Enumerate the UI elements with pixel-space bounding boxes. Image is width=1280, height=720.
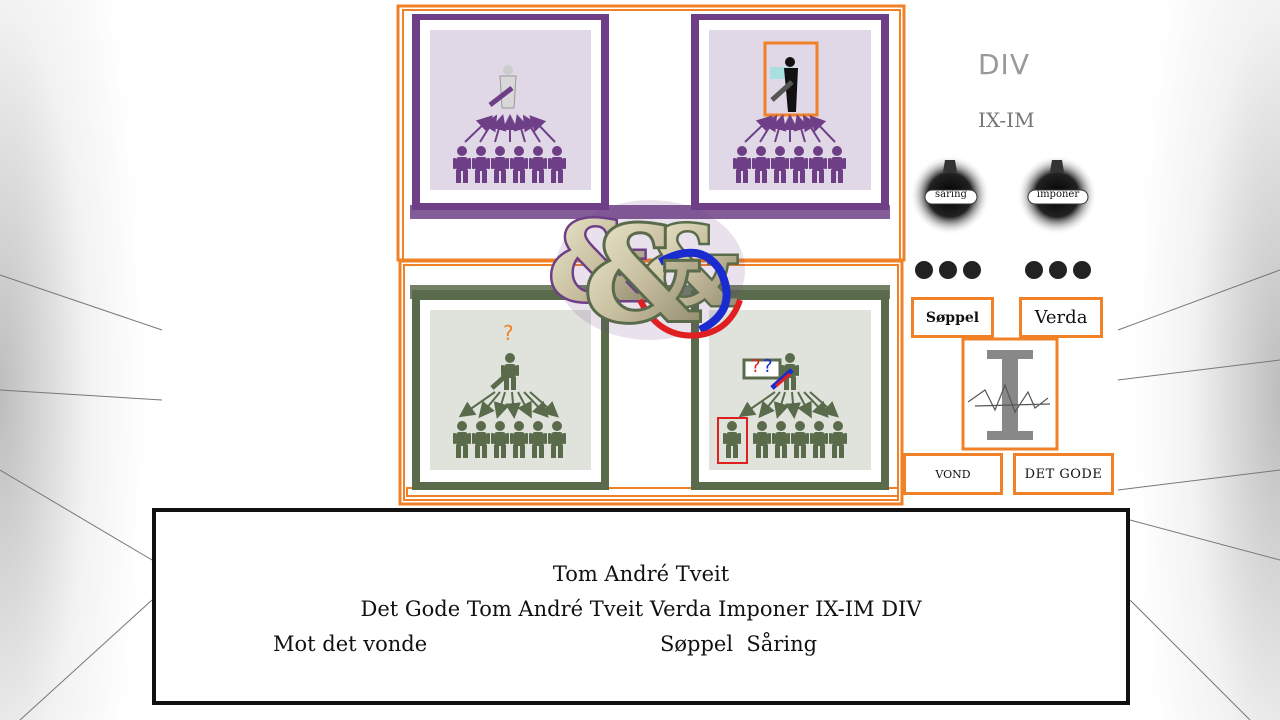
panel-bottom-left [412, 290, 609, 490]
question-mark-bottom-left: ? [503, 321, 514, 345]
label-vond-text: VOND [935, 467, 971, 481]
label-det-gode-text: DET GODE [1024, 466, 1103, 482]
label-verda-text: Verda [1034, 307, 1088, 328]
panel-top-left [412, 14, 609, 210]
caption-line-2: Det Gode Tom André Tveit Verda Imponer I… [360, 597, 922, 621]
highlight-person-box [717, 417, 748, 464]
arrows-up-right [744, 114, 836, 143]
label-det-gode: DET GODE [1013, 453, 1114, 495]
caption-line-3-left: Mot det vonde [273, 632, 428, 656]
bottom-group-frame [398, 259, 904, 506]
arrows-down-right [738, 391, 839, 419]
panel-bottom-right [691, 290, 889, 490]
arrows-up-left [464, 114, 556, 143]
caption-line-3-right: Søppel Såring [660, 632, 818, 656]
caption-line-1: Tom André Tveit [552, 562, 730, 586]
label-soppel: Søppel [911, 297, 994, 338]
roman-numeral-I [987, 350, 1033, 440]
label-vond: VOND [903, 453, 1003, 495]
question-mark-blue: ? [763, 356, 773, 377]
question-box [742, 358, 782, 380]
svg-text:&: & [548, 197, 647, 326]
orb-label-imponer: imponer [1036, 189, 1080, 200]
orb-label-saring: såring [935, 189, 967, 200]
statue-figure-left [488, 65, 517, 109]
label-verda: Verda [1019, 297, 1103, 338]
question-mark-red: ? [751, 356, 761, 377]
label-soppel-text: Søppel [925, 309, 980, 326]
title-ix-im: IX-IM [978, 108, 1035, 132]
signature-scribble [967, 383, 1051, 414]
arrows-down-left [458, 391, 559, 419]
title-div: DIV [978, 48, 1030, 81]
svg-text:&: & [584, 198, 701, 351]
dark-figure-right [770, 57, 798, 112]
ampersand-emblem: & & & [546, 195, 745, 354]
orbs [910, 155, 1097, 235]
caption-box: Tom André Tveit Det Gode Tom André Tveit… [152, 508, 1130, 705]
small-orbs [915, 261, 1091, 279]
diagram-stage [162, 0, 1118, 510]
